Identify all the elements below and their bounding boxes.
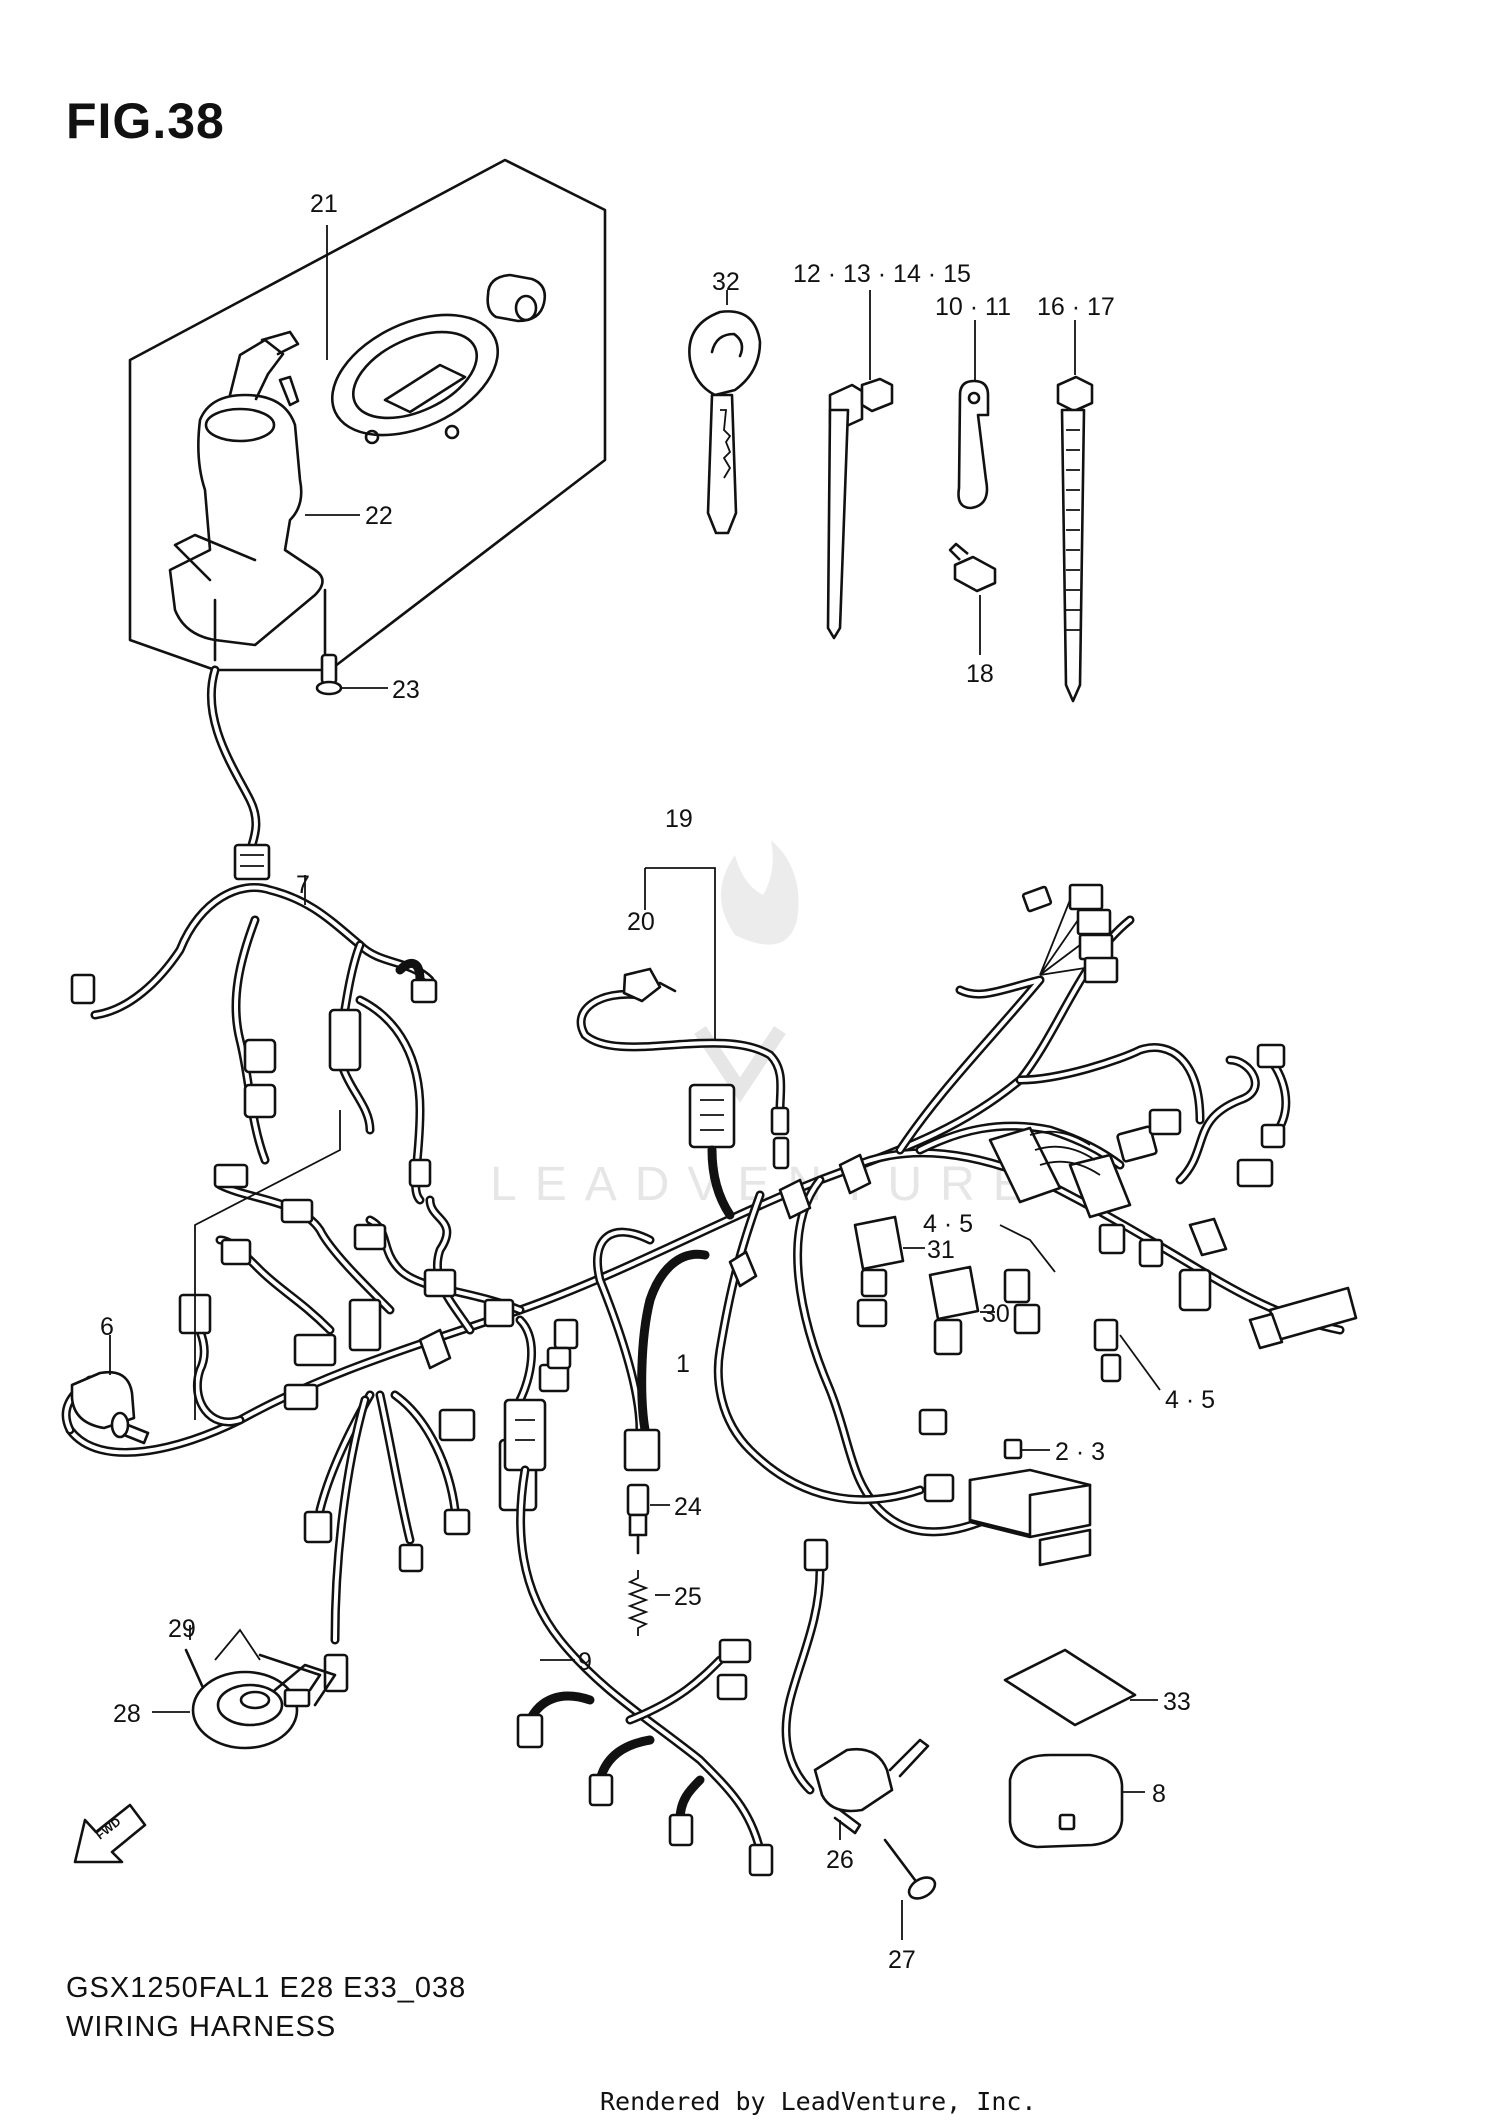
callout-2-3: 2 · 3 (1055, 1438, 1105, 1466)
fuse-box (918, 1408, 1092, 1567)
callout-29: 29 (168, 1615, 196, 1643)
rendered-by-credit: Rendered by LeadVenture, Inc. (600, 2087, 1037, 2116)
ignition-lead (206, 665, 271, 881)
callout-26: 26 (826, 1846, 854, 1874)
part-33-label[interactable] (1003, 1648, 1158, 1727)
part-6-switch[interactable] (70, 1335, 150, 1445)
fwd-arrow-icon: FWD (73, 1803, 147, 1864)
callout-4-5-lower: 4 · 5 (1165, 1386, 1215, 1414)
part-30-relay[interactable] (928, 1265, 1041, 1356)
callout-10-11: 10 · 11 (935, 293, 1011, 321)
callout-23: 23 (392, 676, 420, 704)
part-24-sensor[interactable] (626, 1483, 670, 1555)
part-31-relay[interactable] (853, 1215, 925, 1328)
section-name: WIRING HARNESS (66, 2011, 337, 2043)
callout-27: 27 (888, 1946, 916, 1974)
part-10-11-clamp[interactable] (957, 320, 990, 510)
callout-1: 1 (676, 1350, 690, 1378)
callout-7: 7 (296, 871, 310, 899)
callout-33: 33 (1163, 1688, 1191, 1716)
part-18-bolt[interactable] (948, 542, 997, 655)
callout-4-5-upper: 4 · 5 (923, 1210, 973, 1238)
part-27-bolt[interactable] (883, 1838, 939, 1940)
part-2-3-fuse[interactable] (1003, 1438, 1050, 1460)
callout-6: 6 (100, 1313, 114, 1341)
callout-22: 22 (365, 502, 393, 530)
callout-19: 19 (665, 805, 693, 833)
part-7-sub-harness[interactable] (70, 875, 438, 1420)
callout-18: 18 (966, 660, 994, 688)
part-16-17-cable-tie[interactable] (1056, 320, 1094, 703)
callout-28: 28 (113, 1700, 141, 1728)
figure-title: FIG.38 (66, 93, 225, 149)
callout-21: 21 (310, 190, 338, 218)
callout-25: 25 (674, 1583, 702, 1611)
callout-8: 8 (1152, 1780, 1166, 1808)
callout-12-15: 12 · 13 · 14 · 15 (793, 260, 971, 288)
part-32-key[interactable] (688, 290, 762, 535)
part-12-15-clamp[interactable] (826, 290, 894, 640)
model-code: GSX1250FAL1 E28 E33_038 (66, 1972, 467, 2004)
part-25-spring[interactable] (627, 1570, 670, 1636)
part-9-sub-harness[interactable] (503, 1398, 774, 1877)
part-4-5-fuse-upper[interactable] (999, 1224, 1161, 1391)
callout-31: 31 (927, 1236, 955, 1264)
callout-30: 30 (982, 1300, 1010, 1328)
part-8-cover[interactable] (1008, 1753, 1145, 1849)
part-23-bolt[interactable] (315, 653, 388, 696)
callout-16-17: 16 · 17 (1037, 293, 1115, 321)
part-28-horn[interactable] (152, 1653, 337, 1750)
callout-24: 24 (674, 1493, 702, 1521)
callout-32: 32 (712, 268, 740, 296)
callout-labels: 21 22 23 32 12 · 13 · 14 · 15 10 · 11 16… (100, 190, 1215, 1974)
callout-20: 20 (627, 908, 655, 936)
part-19-lead-wire[interactable] (576, 867, 790, 1170)
callout-9: 9 (578, 1648, 592, 1676)
part-21-lock-set[interactable] (128, 158, 607, 672)
part-26-switch[interactable] (781, 1538, 930, 1840)
